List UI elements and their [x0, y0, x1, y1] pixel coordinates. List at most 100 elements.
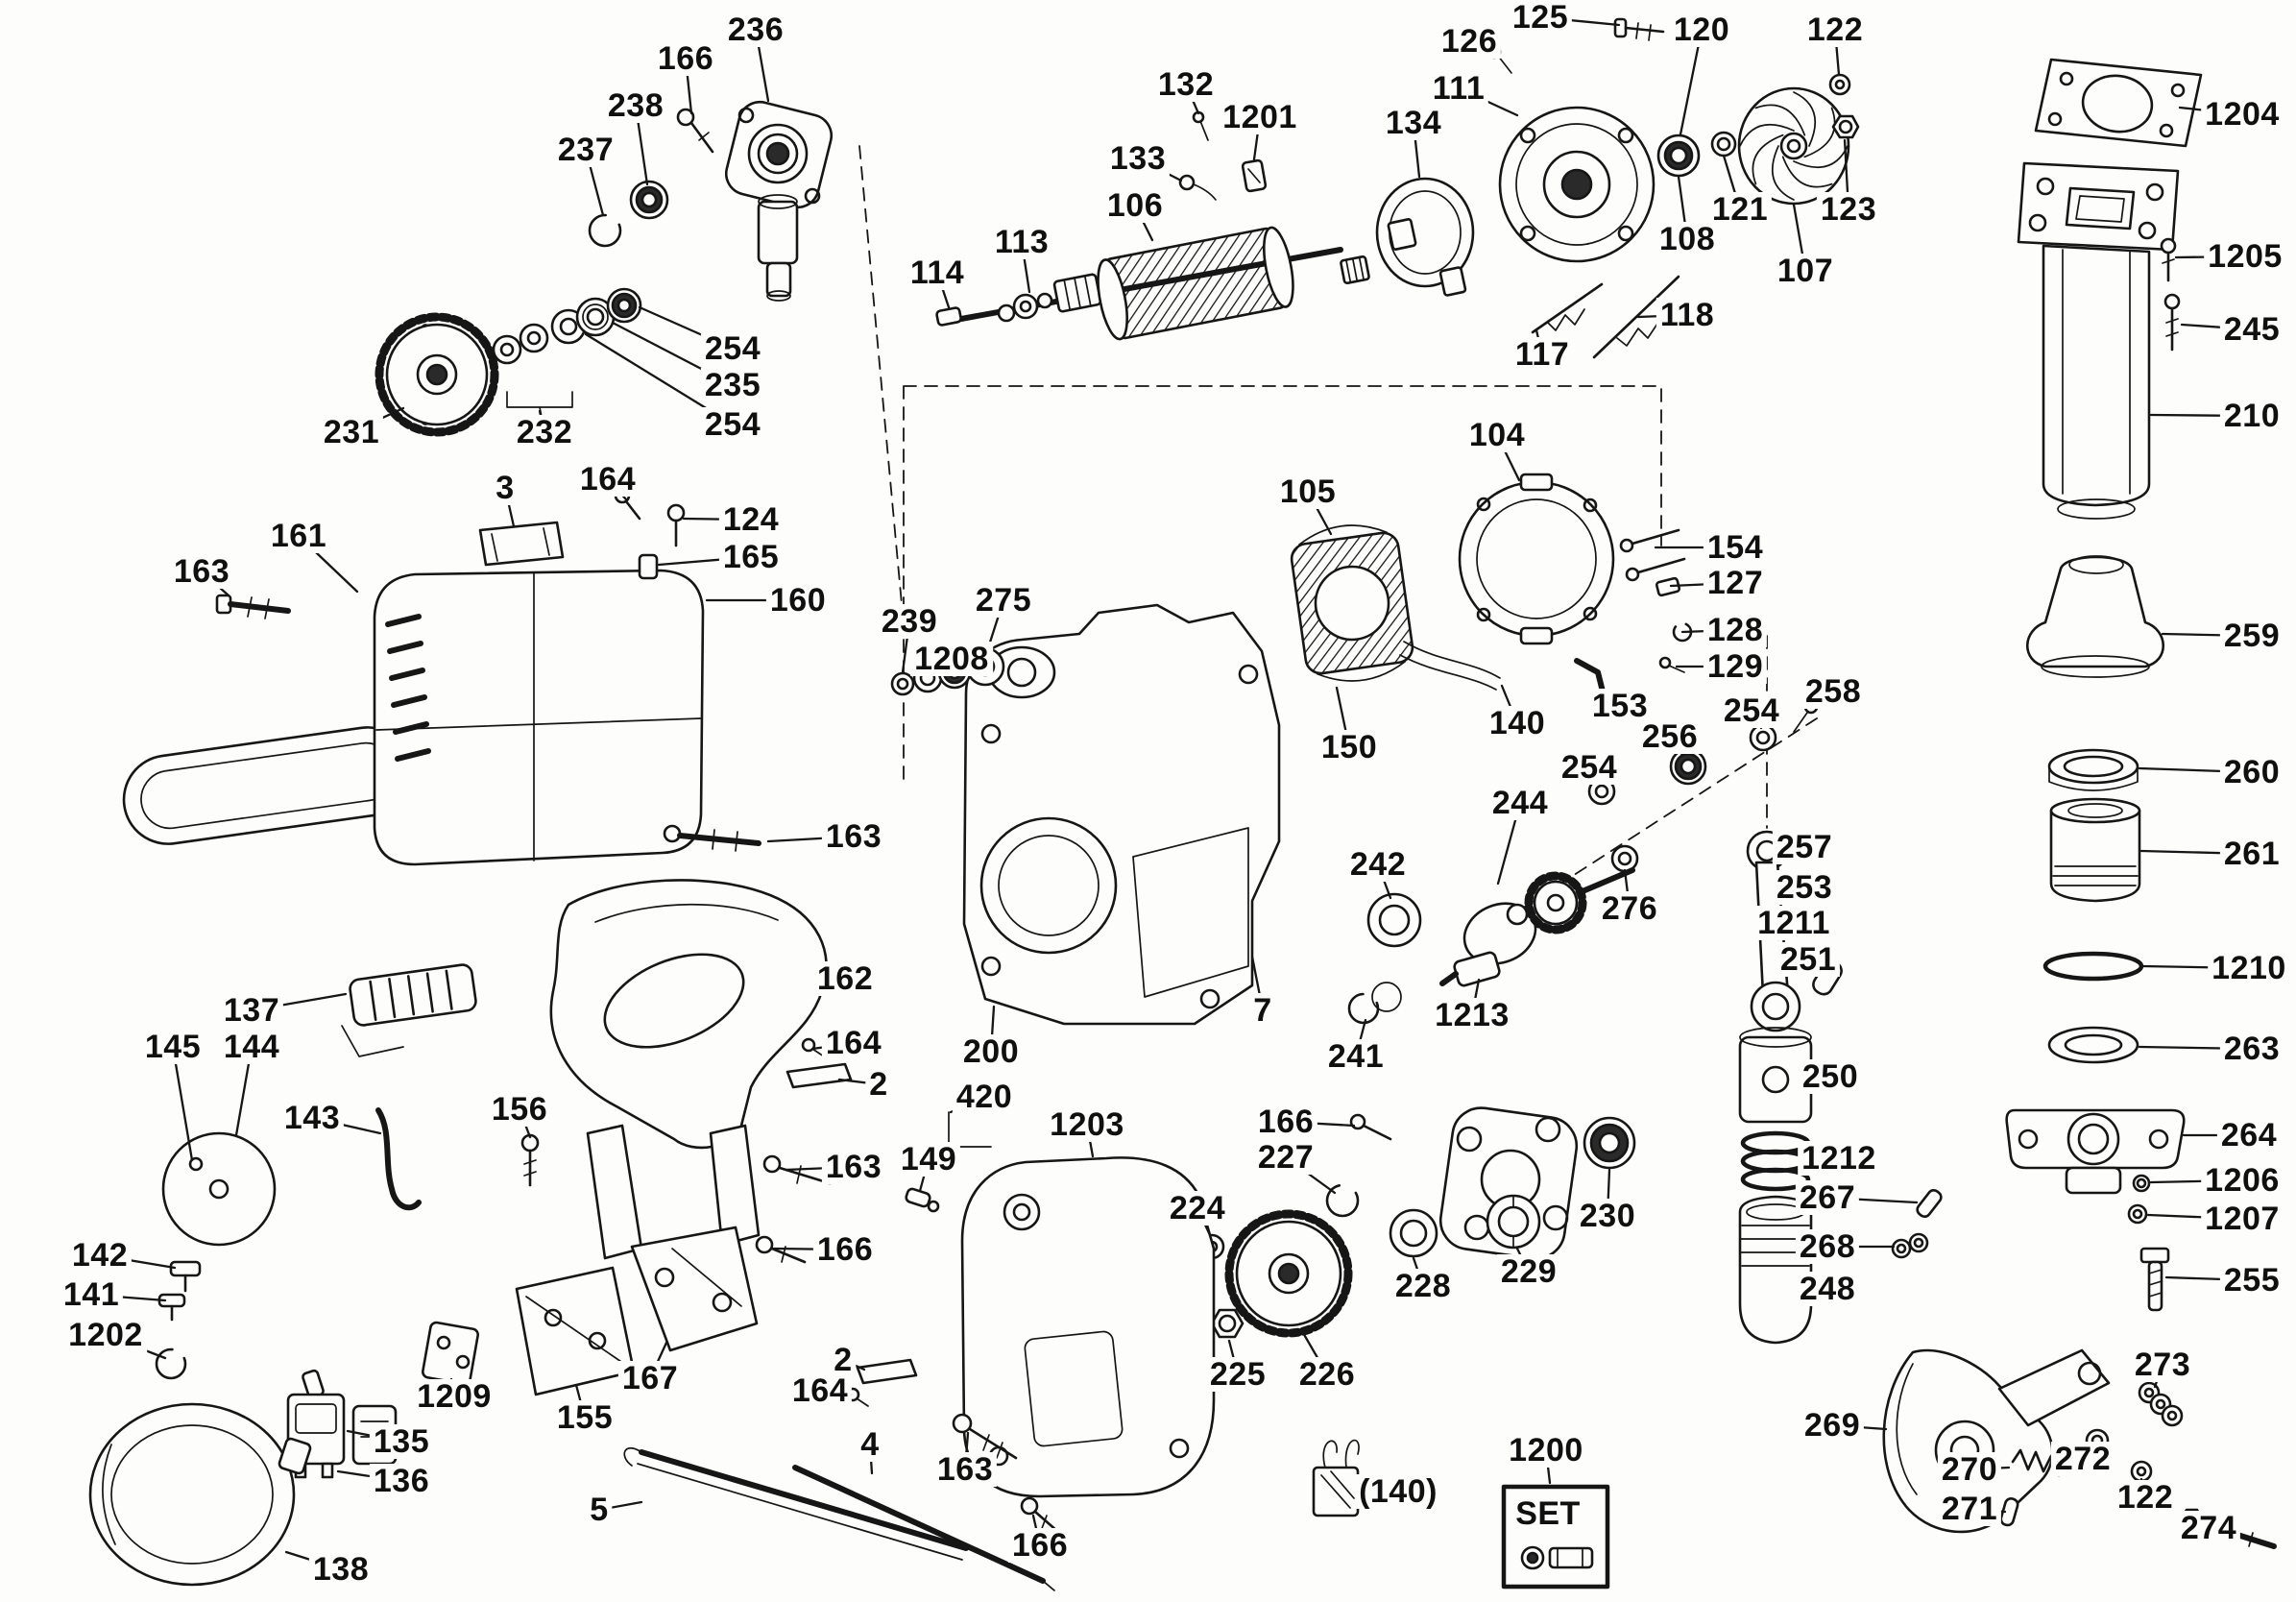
- part-label-150: 150: [1317, 730, 1382, 765]
- part-label-271: 271: [1937, 1492, 2002, 1526]
- part-label-166: 166: [812, 1232, 878, 1267]
- handle-assembly-drawing: [161, 824, 1055, 1591]
- part-label-165: 165: [718, 540, 784, 574]
- leader-line-120: [1679, 28, 1704, 136]
- part-label-210: 210: [2219, 399, 2284, 433]
- part-label-120: 120: [1669, 12, 1734, 47]
- part-label-250: 250: [1798, 1059, 1863, 1094]
- part-label-200: 200: [958, 1034, 1024, 1069]
- part-label-125: 125: [1508, 0, 1573, 35]
- field-stator-drawing: [1290, 473, 1693, 698]
- part-label-164: 164: [821, 1026, 886, 1060]
- part-label-122: 122: [2113, 1480, 2178, 1515]
- part-label-162: 162: [812, 961, 878, 996]
- part-label-163: 163: [821, 1150, 886, 1184]
- part-label-2: 2: [830, 1343, 857, 1377]
- part-label-141: 141: [59, 1277, 124, 1312]
- part-label-166: 166: [1253, 1104, 1318, 1139]
- part-label-269: 269: [1800, 1408, 1865, 1443]
- part-label-7: 7: [1249, 993, 1276, 1028]
- part-label-164: 164: [575, 462, 640, 497]
- part-label-106: 106: [1102, 188, 1168, 223]
- part-label-161: 161: [266, 519, 331, 553]
- part-label-254: 254: [700, 331, 765, 366]
- part-label-263: 263: [2219, 1032, 2284, 1066]
- part-label-1210: 1210: [2208, 951, 2290, 985]
- part-label-105: 105: [1275, 474, 1341, 509]
- part-label-107: 107: [1773, 254, 1838, 288]
- part-label-164: 164: [787, 1373, 853, 1408]
- part-label-153: 153: [1587, 689, 1653, 723]
- part-label-143: 143: [279, 1101, 345, 1135]
- part-label-248: 248: [1795, 1272, 1860, 1306]
- part-label-267: 267: [1795, 1180, 1860, 1215]
- switch-cluster-drawing: [88, 1260, 480, 1587]
- part-label-1208: 1208: [910, 642, 993, 676]
- part-label-242: 242: [1345, 847, 1411, 882]
- part-label-111: 111: [1428, 71, 1489, 106]
- part-label-140: 140: [1485, 706, 1550, 740]
- part-label-1200: 1200: [1505, 1433, 1587, 1468]
- part-label-1205: 1205: [2204, 239, 2286, 274]
- part-label-149: 149: [896, 1142, 961, 1177]
- part-label-163: 163: [932, 1452, 998, 1487]
- part-label-2: 2: [865, 1067, 892, 1102]
- part-label-1202: 1202: [64, 1318, 147, 1352]
- part-label-155: 155: [552, 1400, 617, 1435]
- part-label-129: 129: [1703, 649, 1768, 684]
- part-label-142: 142: [67, 1238, 133, 1273]
- part-label-128: 128: [1703, 613, 1768, 647]
- carbon-brush-and-service-set-drawing: [1312, 1439, 1610, 1590]
- part-label-254: 254: [700, 407, 765, 442]
- part-label-253: 253: [1772, 870, 1837, 905]
- part-label-251: 251: [1776, 942, 1841, 977]
- part-label-237: 237: [553, 133, 618, 167]
- part-label-127: 127: [1703, 566, 1768, 600]
- part-label-272: 272: [2050, 1442, 2115, 1476]
- part-label-1203: 1203: [1046, 1107, 1128, 1142]
- part-label-1206: 1206: [2201, 1163, 2284, 1198]
- part-label-145: 145: [140, 1030, 205, 1064]
- part-label-224: 224: [1165, 1191, 1230, 1226]
- part-label-225: 225: [1205, 1357, 1270, 1392]
- part-label-5: 5: [586, 1493, 613, 1527]
- part-label-226: 226: [1294, 1357, 1360, 1392]
- part-label-133: 133: [1105, 141, 1171, 176]
- part-label-258: 258: [1801, 674, 1866, 709]
- part-label-160: 160: [765, 583, 831, 618]
- part-label-232: 232: [512, 415, 577, 449]
- part-label-137: 137: [219, 993, 284, 1028]
- part-label-273: 273: [2130, 1347, 2195, 1382]
- clamshell-cover-drawing: [785, 1037, 1216, 1541]
- part-label-257: 257: [1772, 830, 1837, 864]
- part-label-260: 260: [2219, 755, 2284, 789]
- part-label-163: 163: [169, 554, 234, 589]
- tool-holder-stack-drawing: [2005, 58, 2203, 1312]
- part-label-276: 276: [1597, 891, 1662, 926]
- part-label-3: 3: [492, 471, 519, 505]
- part-label-124: 124: [718, 502, 784, 537]
- part-label-245: 245: [2219, 312, 2284, 347]
- part-label-113: 113: [990, 225, 1053, 259]
- part-label-1201: 1201: [1219, 100, 1301, 134]
- part-label-256: 256: [1637, 719, 1703, 754]
- part-label-275: 275: [971, 583, 1036, 618]
- part-label-166: 166: [1007, 1528, 1073, 1563]
- part-label-230: 230: [1575, 1199, 1640, 1233]
- gear-housing-drawing: [890, 603, 1281, 1026]
- part-label-156: 156: [487, 1092, 552, 1127]
- part-label-134: 134: [1381, 106, 1446, 140]
- part-label-1207: 1207: [2201, 1202, 2284, 1236]
- part-label-229: 229: [1496, 1254, 1561, 1289]
- part-label-140: (140): [1355, 1474, 1441, 1509]
- part-label-1204: 1204: [2201, 97, 2284, 132]
- part-label-268: 268: [1795, 1229, 1860, 1264]
- part-label-420: 420: [952, 1080, 1017, 1114]
- leader-line-145: [171, 1045, 194, 1162]
- group-boundary-lines: [858, 145, 1662, 781]
- part-label-104: 104: [1464, 418, 1530, 452]
- part-label-236: 236: [723, 12, 788, 47]
